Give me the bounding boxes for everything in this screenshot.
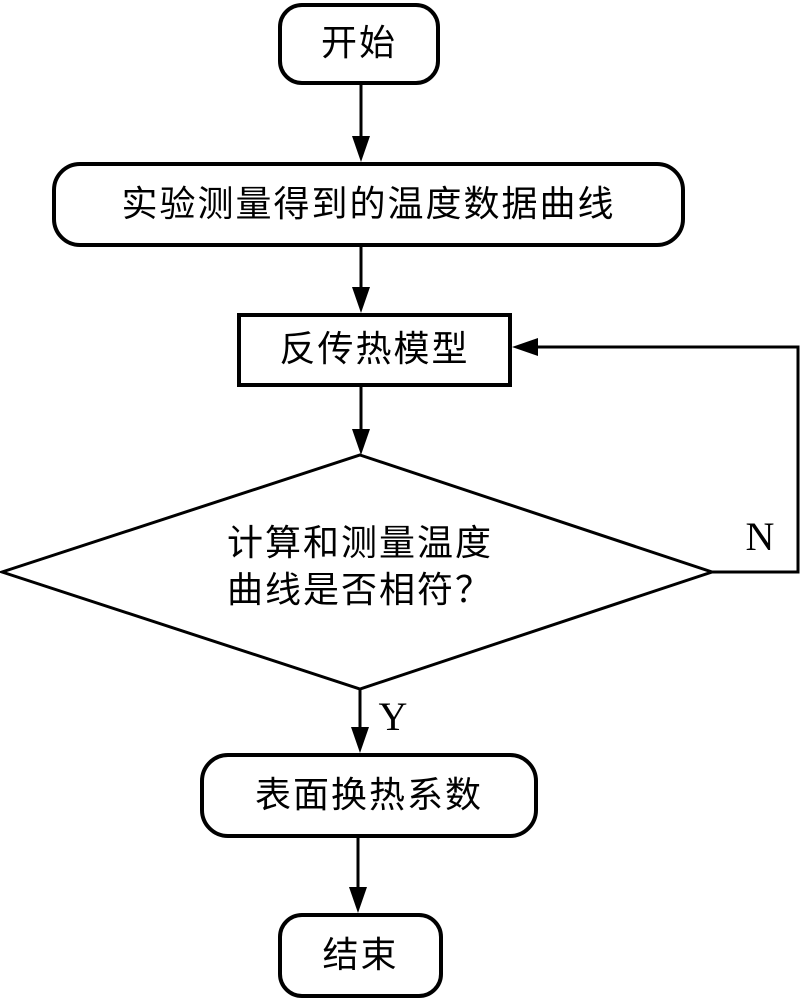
node-start: 开始 — [278, 3, 440, 85]
arrow-feedback-loop-line — [536, 345, 800, 574]
edge-label-yes: Y — [378, 693, 408, 739]
node-measured-temperature-data: 实验测量得到的温度数据曲线 — [52, 162, 685, 247]
node-inverse-heat-transfer-model: 反传热模型 — [237, 313, 512, 387]
node-surface-heat-transfer-coefficient: 表面换热系数 — [200, 753, 538, 838]
node-end: 结束 — [278, 913, 443, 998]
decision-label-line2: 曲线是否相符？ — [226, 570, 493, 610]
decision-label-line1: 计算和测量温度 — [226, 523, 493, 563]
edge-label-no: N — [745, 513, 775, 559]
arrow-start-to-data-head — [352, 136, 370, 162]
node-decision-label: 计算和测量温度 曲线是否相符？ — [214, 520, 506, 614]
arrow-feedback-loop-head — [512, 338, 538, 356]
arrow-model-to-decision-head — [352, 429, 370, 455]
arrow-decision-to-result-head — [351, 727, 369, 753]
arrow-result-to-end-head — [349, 887, 367, 913]
arrow-data-to-model-head — [352, 287, 370, 313]
